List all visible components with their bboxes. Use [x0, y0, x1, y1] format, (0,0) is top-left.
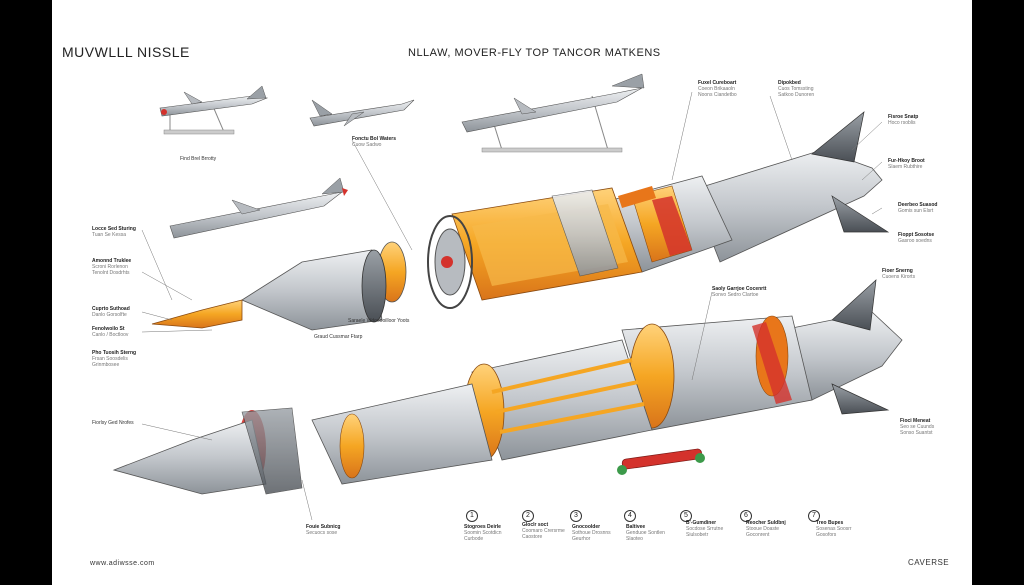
diagram-title-left: MUVWLLL NISSLE	[62, 44, 190, 60]
step-number: 1	[466, 510, 478, 522]
small-missile-model-1	[159, 85, 269, 135]
small-missile-model-4	[169, 177, 348, 239]
detached-tube-part	[617, 448, 705, 475]
diagram-sheet: MUVWLLL NISSLE NLLAW, MOVER-FLY TOP TANC…	[52, 0, 972, 585]
label-l6: Fiorlsy Ged Nrofes	[92, 420, 134, 426]
label-center-b: Graud Cussmar Ftarp	[314, 334, 363, 340]
step-number: 4	[624, 510, 636, 522]
step-number: 2	[522, 510, 534, 522]
step-number: 6	[740, 510, 752, 522]
footer-brand: CAVERSE	[908, 558, 950, 567]
missile-illustration	[112, 73, 903, 521]
step-number: 7	[808, 510, 820, 522]
label-pose1: Find Brel Brrotty	[180, 156, 217, 162]
lower-missile-cutaway	[112, 279, 903, 495]
leader-lines	[141, 91, 883, 521]
small-missile-model-2	[309, 99, 415, 127]
upper-missile-cutaway	[151, 111, 890, 331]
step-number: 5	[680, 510, 692, 522]
diagram-title-center: NLLAW, MOVER-FLY TOP TANCOR MATKENS	[408, 47, 661, 59]
step-number: 3	[570, 510, 582, 522]
small-missile-model-3	[461, 73, 645, 153]
label-center-a: Saraele Wdooooilloor Yoots	[348, 318, 410, 324]
footer-website: www.adiwsse.com	[90, 560, 155, 567]
